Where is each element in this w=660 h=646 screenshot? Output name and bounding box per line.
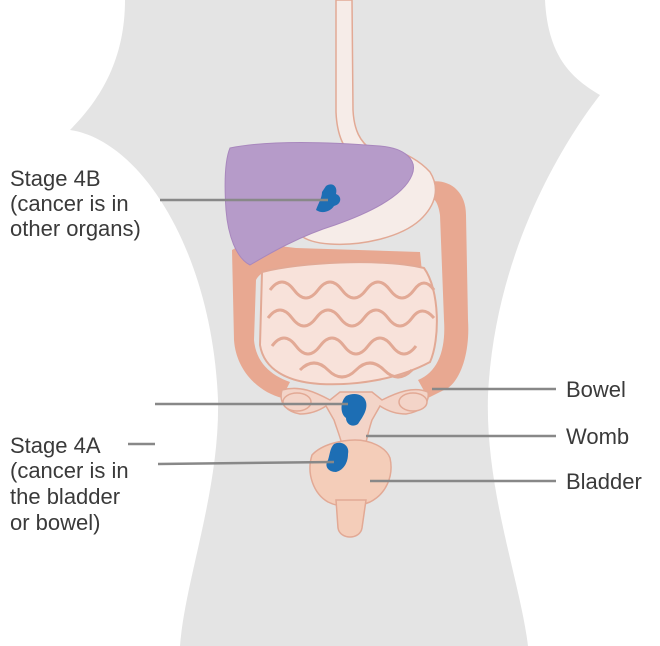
stage4a-desc-1: (cancer is in (10, 458, 129, 483)
stage4a-desc-2: the bladder (10, 484, 120, 509)
stage4b-desc-1: (cancer is in (10, 191, 129, 216)
bladder-label: Bladder (566, 469, 642, 494)
stage4a-title: Stage 4A (10, 433, 101, 458)
stage4b-label: Stage 4B (cancer is in other organs) (10, 166, 141, 241)
bowel-label: Bowel (566, 377, 626, 402)
stage4a-desc-3: or bowel) (10, 510, 100, 535)
small-intestine (260, 262, 437, 384)
stage4a-label: Stage 4A (cancer is in the bladder or bo… (10, 433, 135, 535)
stage4b-desc-2: other organs) (10, 216, 141, 241)
stage4b-title: Stage 4B (10, 166, 101, 191)
womb-label: Womb (566, 424, 629, 449)
